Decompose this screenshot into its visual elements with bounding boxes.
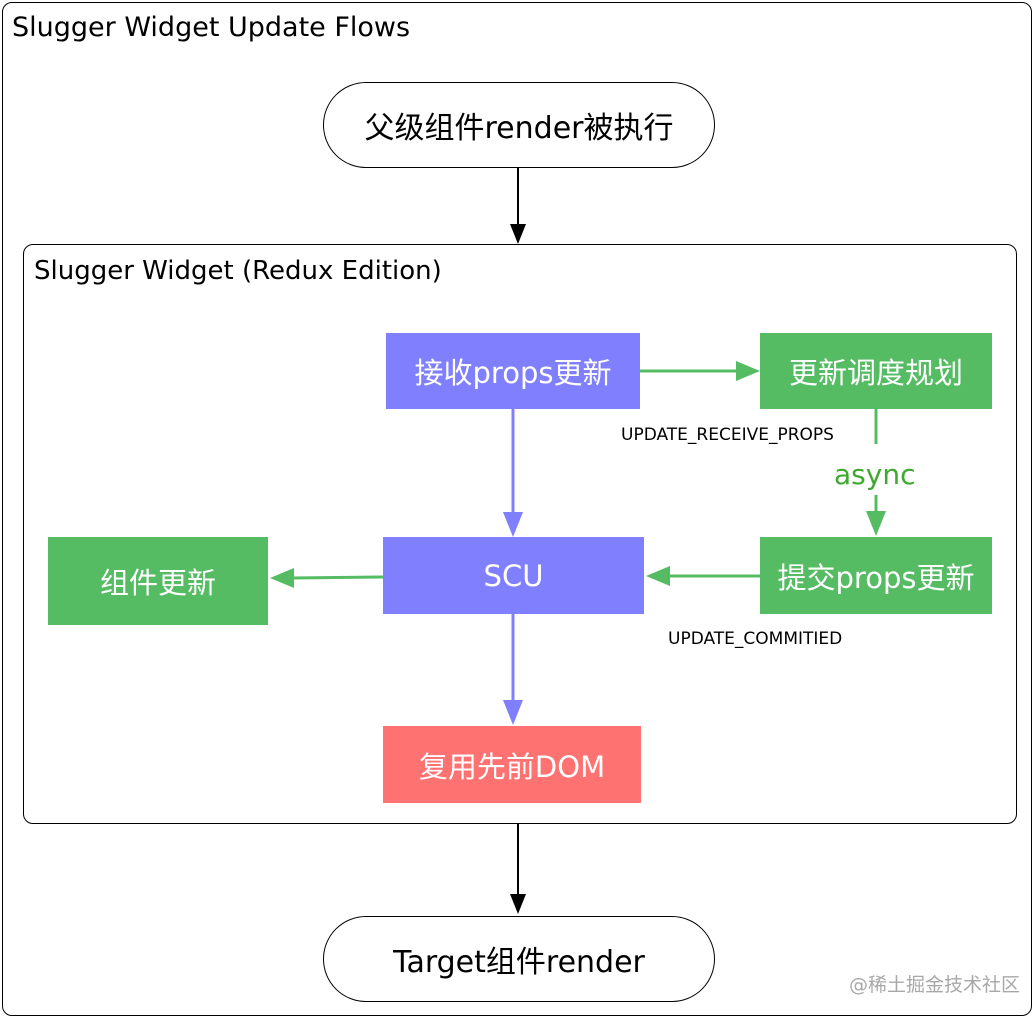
component-update-node: 组件更新 — [48, 537, 268, 625]
outer-title: Slugger Widget Update Flows — [12, 12, 411, 43]
inner-frame — [23, 244, 1017, 824]
reuse-dom-node: 复用先前DOM — [383, 726, 641, 803]
update-commited-label: UPDATE_COMMITIED — [668, 629, 843, 649]
scu-node: SCU — [383, 537, 644, 614]
arrow-receive-to-scu — [503, 409, 523, 537]
commit-props-node: 提交props更新 — [760, 537, 992, 614]
arrow-widget-to-target — [510, 824, 526, 914]
arrow-schedule-to-commit — [866, 409, 886, 536]
inner-title: Slugger Widget (Redux Edition) — [34, 256, 442, 286]
target-render-node: Target组件render — [323, 916, 715, 1002]
arrow-commit-to-scu — [646, 566, 760, 586]
receive-props-node: 接收props更新 — [386, 333, 640, 409]
update-receive-props-label: UPDATE_RECEIVE_PROPS — [621, 425, 834, 445]
arrow-scu-to-component-update — [270, 568, 384, 588]
watermark: @稀土掘金技术社区 — [848, 974, 1020, 996]
schedule-plan-node: 更新调度规划 — [760, 333, 992, 409]
arrow-parent-to-widget — [510, 168, 526, 244]
async-label: async — [834, 458, 916, 491]
arrow-receive-to-schedule — [640, 361, 760, 381]
arrow-scu-to-reuse-dom — [503, 614, 523, 725]
parent-render-node: 父级组件render被执行 — [323, 82, 715, 168]
